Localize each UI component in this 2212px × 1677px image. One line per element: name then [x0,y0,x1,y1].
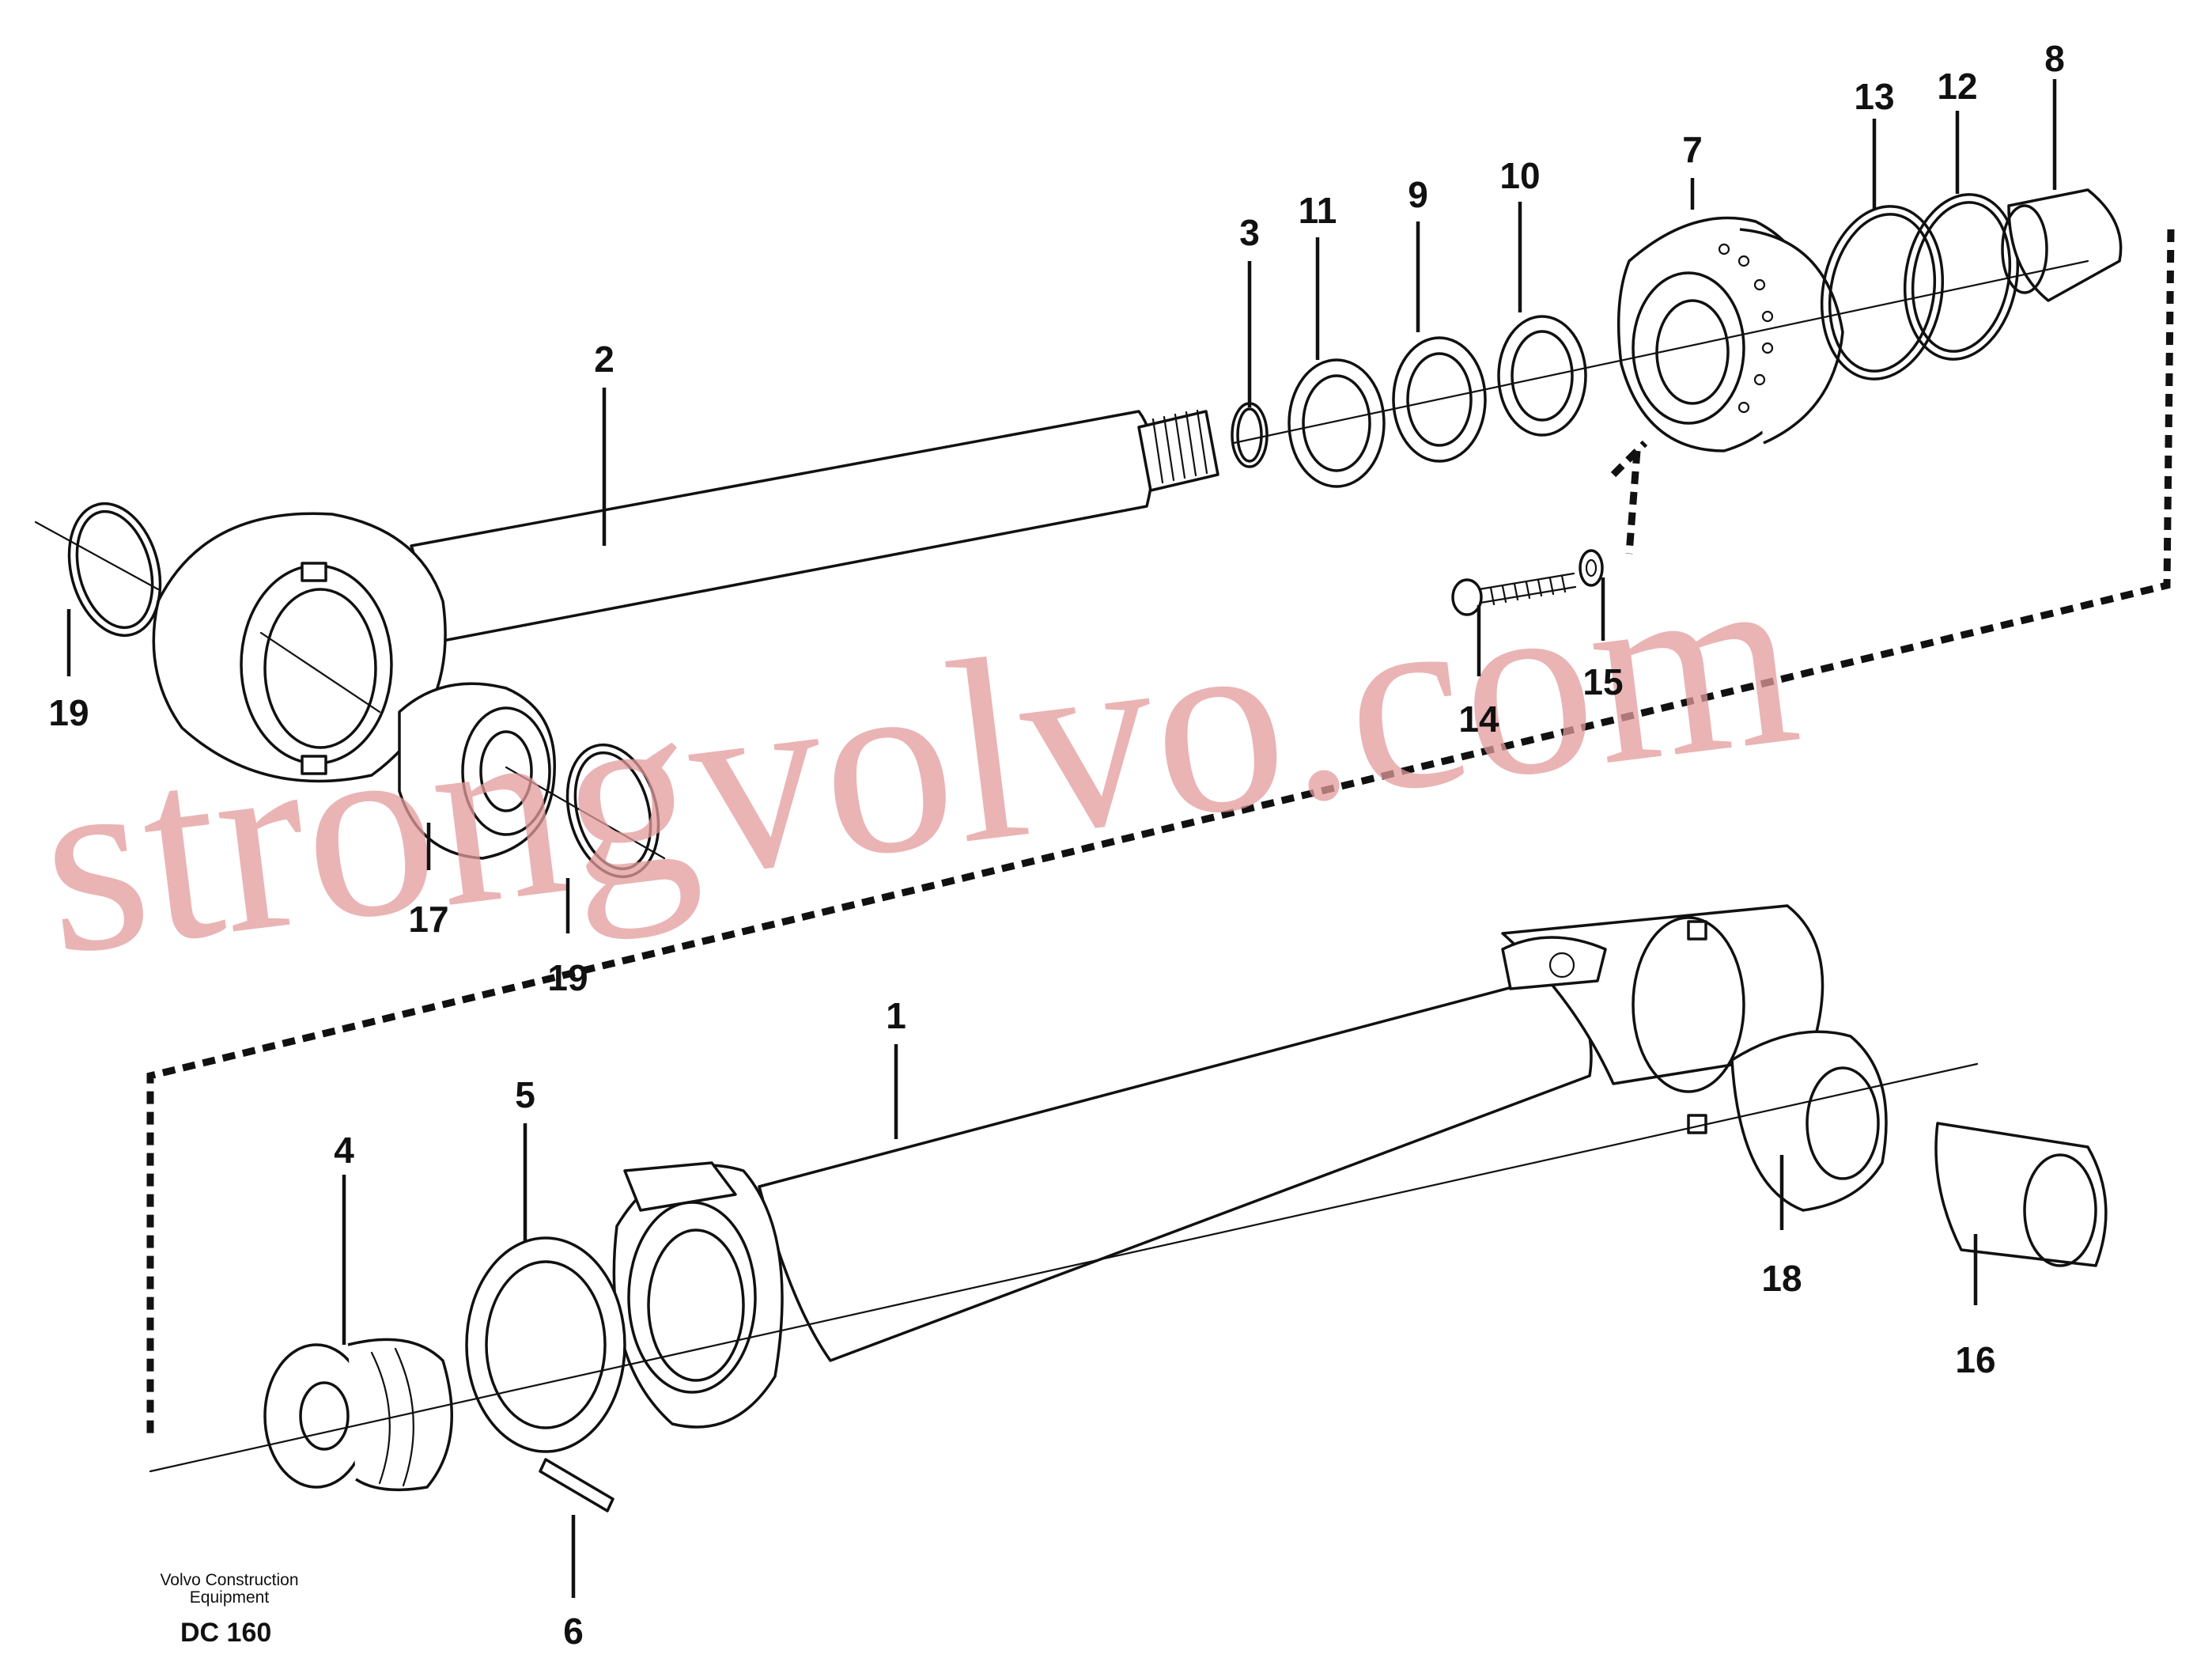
spherical-bearing-part-18 [1730,1030,1888,1212]
callout-9: 9 [1408,174,1428,332]
callout-number-13: 13 [1854,76,1894,117]
callout-number-8: 8 [2044,38,2065,79]
callout-number-7: 7 [1682,129,1703,170]
cylinder-head-part-7 [1616,216,1844,452]
callout-6: 6 [563,1515,584,1652]
circlip-part-19-left [67,502,162,638]
callout-number-10: 10 [1499,155,1540,196]
publisher-name-line-2: Equipment [189,1588,270,1607]
publisher-name-line-1: Volvo Construction [160,1571,299,1589]
callout-number-19-left: 19 [48,692,89,733]
callout-number-12: 12 [1937,66,1977,107]
callout-number-11: 11 [1299,190,1337,231]
callout-number-6: 6 [563,1611,584,1652]
rod-eye [152,512,447,783]
callout-19-right: 19 [547,878,588,998]
callout-number-17: 17 [408,899,448,940]
callout-18: 18 [1761,1155,1802,1299]
callout-number-14: 14 [1458,698,1499,740]
callout-16: 16 [1955,1234,1996,1380]
seal-part-11 [1287,358,1386,488]
callout-number-2: 2 [594,339,614,380]
callout-13: 13 [1854,76,1895,210]
callout-19-left: 19 [48,609,89,733]
callout-5: 5 [515,1074,535,1242]
piston-rod-assembly [34,409,1219,879]
callout-number-4: 4 [334,1130,354,1171]
pin-part-6 [539,1458,614,1512]
o-ring-part-3 [1231,402,1269,468]
piston-seal-part-5 [465,1236,626,1453]
bushing-part-8 [2001,188,2123,302]
callout-7: 7 [1682,129,1703,210]
o-ring-part-12 [1903,193,2020,361]
callout-12: 12 [1937,66,1978,194]
circlip-part-19-right [565,743,660,879]
callout-number-15: 15 [1582,661,1623,702]
spherical-bearing-part-17 [398,682,556,860]
callout-number-18: 18 [1761,1258,1802,1299]
callout-2: 2 [594,339,614,546]
callout-1: 1 [886,995,906,1139]
callout-number-19-right: 19 [547,957,588,998]
callout-10: 10 [1499,155,1541,312]
callout-15: 15 [1582,577,1624,702]
screw-part-14 [1451,572,1577,616]
wiper-part-10 [1497,315,1587,437]
callout-8: 8 [2044,38,2065,190]
rod-thread [1137,409,1219,492]
callout-4: 4 [334,1130,354,1345]
diagram-code: DC 160 [180,1618,272,1648]
callout-3: 3 [1239,212,1260,407]
callout-11: 11 [1299,190,1337,360]
bushing-part-16 [1934,1122,2108,1267]
callout-number-16: 16 [1955,1339,1995,1380]
cylinder-tube-part-1 [612,904,1824,1429]
assembly-connection-line [146,229,2175,1440]
piston-part-4 [263,1338,453,1492]
callout-number-1: 1 [886,995,906,1036]
callout-number-5: 5 [515,1074,535,1115]
callout-14: 14 [1458,605,1499,740]
washer-part-15 [1579,549,1604,587]
callout-number-9: 9 [1408,174,1428,215]
callout-number-3: 3 [1239,212,1260,253]
callout-17: 17 [408,823,449,940]
backup-ring-part-13 [1820,205,1945,380]
